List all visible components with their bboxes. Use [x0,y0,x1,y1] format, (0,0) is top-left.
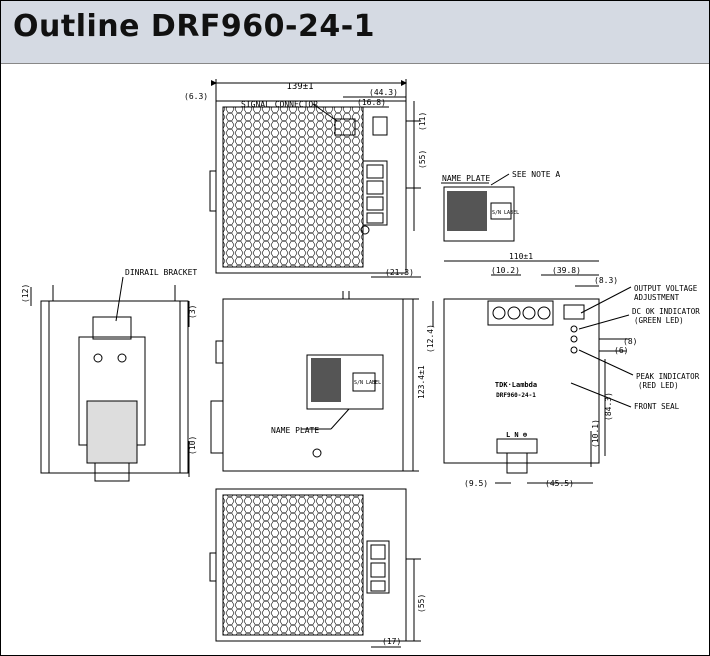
front-seal-label: FRONT SEAL [634,402,680,411]
dim-10-side: (10) [188,436,197,455]
dim-8: (8) [623,337,637,346]
dim-height: 123.4±1 [417,365,426,399]
brand-label: TDK·Lambda [495,381,537,389]
signal-connector-label: SIGNAL CONNECTOR [241,100,318,109]
dim-6-face: (6) [614,346,628,355]
output-voltage-label: OUTPUT VOLTAGE [634,284,698,293]
name-plate-detail [441,173,515,242]
technical-drawing: 139±1 (44.3) (16.8) (6.3) SIGNAL CONNECT… [21,79,700,648]
dim-8-3: (8.3) [594,276,618,285]
model-label: DRF960-24-1 [496,392,536,399]
dc-ok-label: DC OK INDICATOR [632,307,700,316]
dim-55-bottom: (55) [417,594,426,613]
dim-9-5: (9.5) [464,479,488,488]
dim-16: (16.8) [357,98,386,107]
dim-17: (17) [382,637,401,646]
sn-label-front: S/N LABEL [354,380,381,386]
dim-45-5: (45.5) [545,479,574,488]
dim-84-3: (84.3) [604,392,613,421]
red-led-label: (RED LED) [638,381,679,390]
side-view [30,276,190,482]
see-note-a: SEE NOTE A [512,170,560,179]
dim-44: (44.3) [369,88,398,97]
green-led-label: (GREEN LED) [634,316,684,325]
dim-12-side: (12) [21,284,30,303]
dim-55: (55) [418,150,427,169]
front-view [210,291,434,472]
adjustment-label: ADJUSTMENT [634,293,680,302]
dinrail-bracket-label: DINRAIL BRACKET [125,268,197,277]
name-plate-label: NAME PLATE [442,174,490,183]
bottom-view [209,488,421,648]
face-view [443,260,634,484]
sn-label-top: S/N LABEL [492,210,519,216]
dim-39-8: (39.8) [552,266,581,275]
terminal-labels: L N ⊕ [506,431,528,439]
dim-6: (6.3) [184,92,208,101]
peak-indicator-label: PEAK INDICATOR [636,372,700,381]
dim-width-top: 139±1 [286,82,313,92]
dim-12-4: (12.4) [426,324,435,353]
dim-11: (11) [418,112,427,131]
top-view [209,79,421,278]
dim-width-face: 110±1 [509,252,533,261]
title-bar: Outline DRF960-24-1 [1,1,709,64]
dim-10-1: (10.1) [591,419,600,448]
dim-10-2: (10.2) [491,266,520,275]
page-title: Outline DRF960-24-1 [13,9,376,44]
dim-21: (21.3) [385,268,414,277]
name-plate-front-label: NAME PLATE [271,426,319,435]
dim-3-side: (3) [188,305,197,319]
